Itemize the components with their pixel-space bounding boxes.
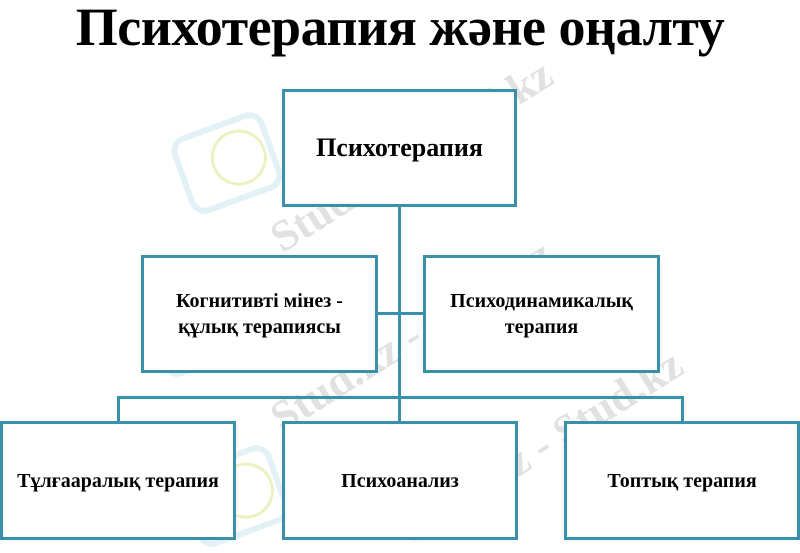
node-cognitive-behavioral-therapy: Когнитивті мінез - құлық терапиясы bbox=[141, 255, 378, 373]
connector-level3-right bbox=[681, 396, 684, 422]
node-psychoanalysis: Психоанализ bbox=[282, 421, 518, 540]
connector-trunk bbox=[398, 205, 401, 397]
page-title: Психотерапия және оңалту bbox=[75, 0, 725, 57]
connector-level2 bbox=[377, 312, 424, 315]
node-interpersonal-therapy: Тұлғааралық терапия bbox=[0, 421, 236, 540]
node-label: Топтық терапия bbox=[607, 469, 757, 492]
connector-level3-left bbox=[117, 396, 120, 422]
node-label: Тұлғааралық терапия bbox=[17, 469, 219, 492]
node-label: Психоанализ bbox=[341, 469, 459, 492]
node-group-therapy: Топтық терапия bbox=[564, 421, 800, 540]
node-label: Психодинамикалық терапия bbox=[450, 290, 633, 338]
node-psychodynamic-therapy: Психодинамикалық терапия bbox=[423, 255, 660, 373]
node-psychotherapy: Психотерапия bbox=[282, 89, 517, 207]
watermark-logo-icon bbox=[166, 107, 288, 219]
connector-level3-mid bbox=[398, 396, 401, 422]
node-label: Когнитивті мінез - құлық терапиясы bbox=[176, 290, 343, 338]
node-label: Психотерапия bbox=[316, 133, 483, 162]
